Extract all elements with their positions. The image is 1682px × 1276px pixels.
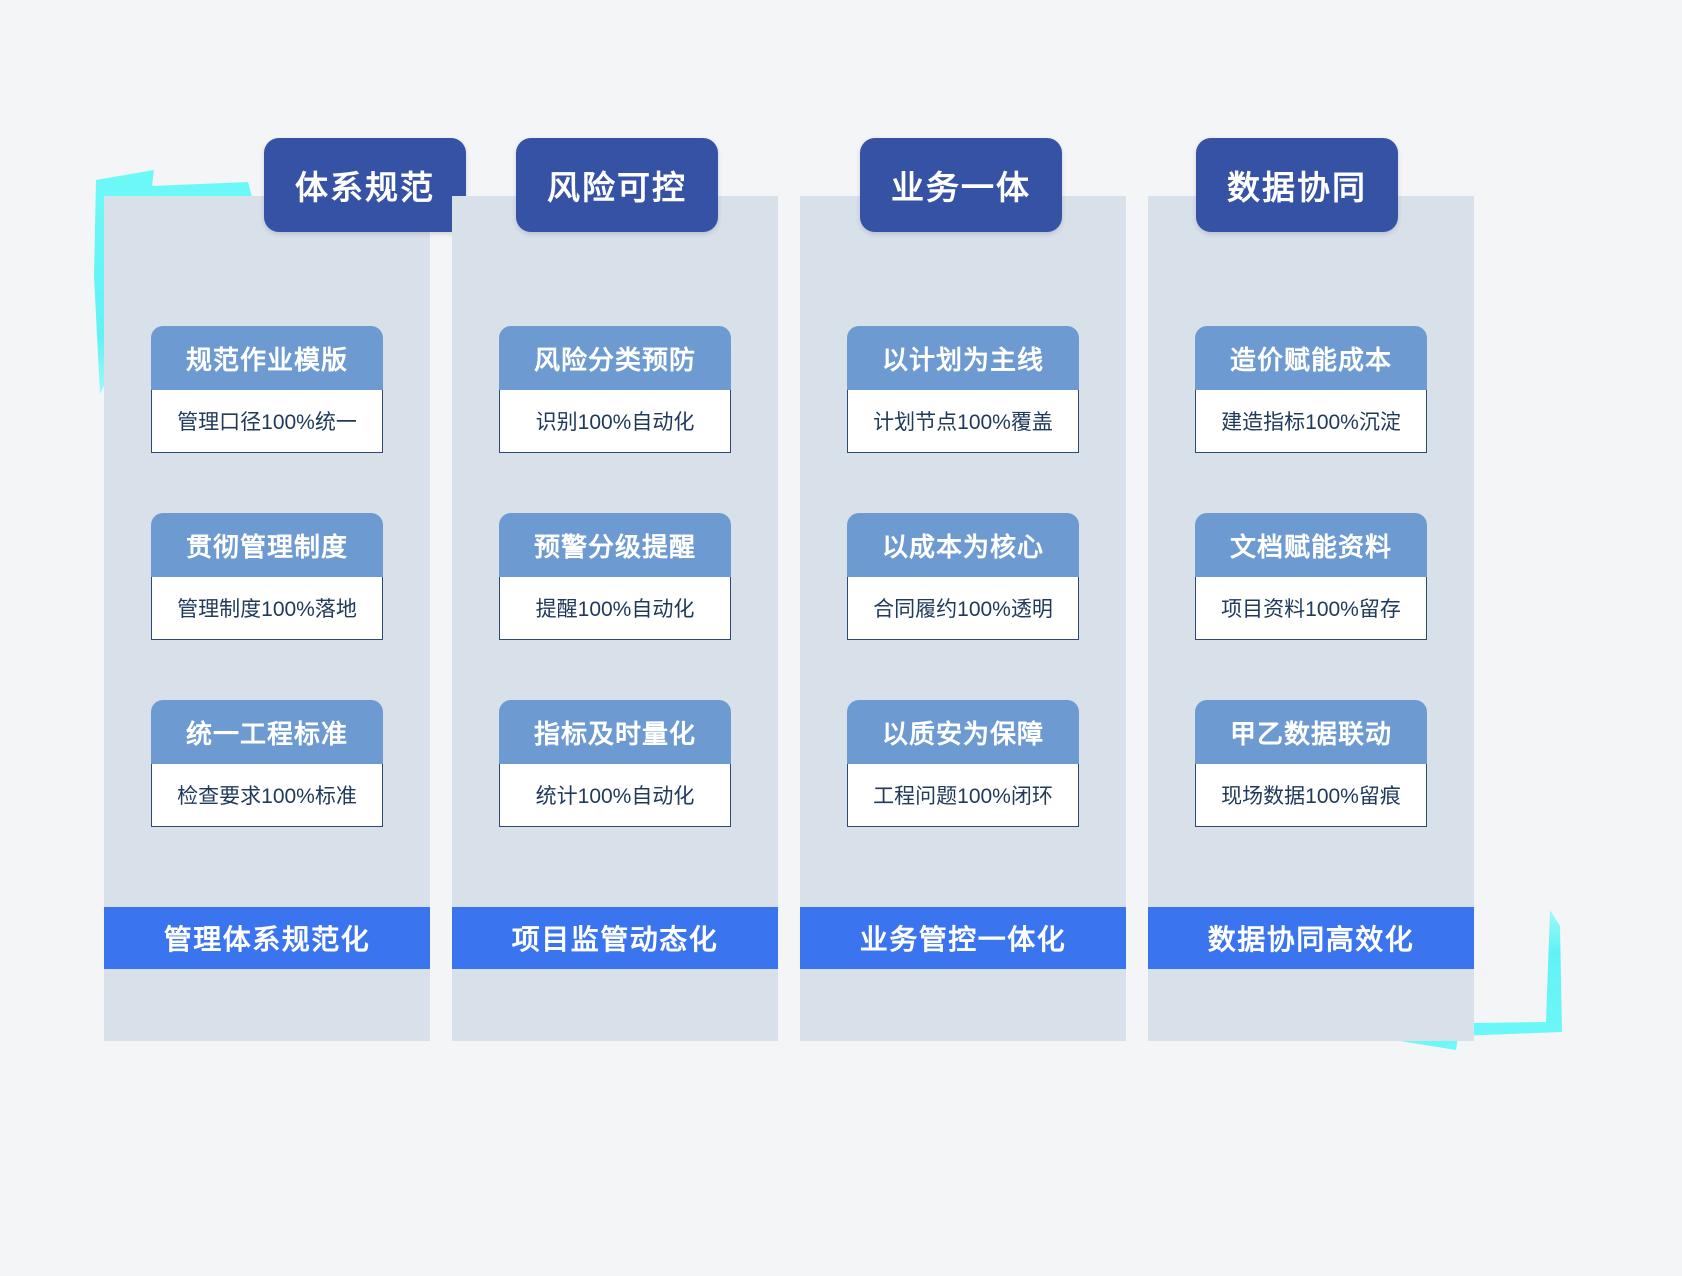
card-detail: 管理制度100%落地 (151, 577, 383, 640)
column-1: 体系规范 规范作业模版 管理口径100%统一 贯彻管理制度 管理制度100%落地… (104, 138, 466, 1041)
card[interactable]: 统一工程标准 检查要求100%标准 (151, 700, 383, 827)
card[interactable]: 文档赋能资料 项目资料100%留存 (1195, 513, 1427, 640)
card[interactable]: 甲乙数据联动 现场数据100%留痕 (1195, 700, 1427, 827)
column-3-cards: 以计划为主线 计划节点100%覆盖 以成本为核心 合同履约100%透明 以质安为… (800, 196, 1126, 907)
card-detail: 合同履约100%透明 (847, 577, 1079, 640)
column-4: 数据协同 造价赋能成本 建造指标100%沉淀 文档赋能资料 项目资料100%留存… (1148, 138, 1474, 1041)
column-2: 风险可控 风险分类预防 识别100%自动化 预警分级提醒 提醒100%自动化 指… (452, 138, 778, 1041)
column-1-footer[interactable]: 管理体系规范化 (104, 907, 430, 969)
column-2-pill[interactable]: 风险可控 (516, 138, 718, 232)
card[interactable]: 以成本为核心 合同履约100%透明 (847, 513, 1079, 640)
card-title: 以成本为核心 (847, 513, 1079, 577)
card[interactable]: 预警分级提醒 提醒100%自动化 (499, 513, 731, 640)
card-detail: 项目资料100%留存 (1195, 577, 1427, 640)
column-4-cards: 造价赋能成本 建造指标100%沉淀 文档赋能资料 项目资料100%留存 甲乙数据… (1148, 196, 1474, 907)
card-detail: 工程问题100%闭环 (847, 764, 1079, 827)
column-1-cards: 规范作业模版 管理口径100%统一 贯彻管理制度 管理制度100%落地 统一工程… (104, 196, 430, 907)
card-title: 预警分级提醒 (499, 513, 731, 577)
column-1-pill[interactable]: 体系规范 (264, 138, 466, 232)
column-4-pill[interactable]: 数据协同 (1196, 138, 1398, 232)
card[interactable]: 以质安为保障 工程问题100%闭环 (847, 700, 1079, 827)
card-title: 文档赋能资料 (1195, 513, 1427, 577)
card-detail: 提醒100%自动化 (499, 577, 731, 640)
card-title: 以质安为保障 (847, 700, 1079, 764)
card-detail: 现场数据100%留痕 (1195, 764, 1427, 827)
card-title: 指标及时量化 (499, 700, 731, 764)
card-title: 甲乙数据联动 (1195, 700, 1427, 764)
column-2-footer[interactable]: 项目监管动态化 (452, 907, 778, 969)
card-title: 以计划为主线 (847, 326, 1079, 390)
card-title: 风险分类预防 (499, 326, 731, 390)
card-detail: 管理口径100%统一 (151, 390, 383, 453)
card[interactable]: 指标及时量化 统计100%自动化 (499, 700, 731, 827)
card-title: 造价赋能成本 (1195, 326, 1427, 390)
column-2-cards: 风险分类预防 识别100%自动化 预警分级提醒 提醒100%自动化 指标及时量化… (452, 196, 778, 907)
card[interactable]: 以计划为主线 计划节点100%覆盖 (847, 326, 1079, 453)
card-title: 统一工程标准 (151, 700, 383, 764)
card-title: 规范作业模版 (151, 326, 383, 390)
column-4-footer[interactable]: 数据协同高效化 (1148, 907, 1474, 969)
card-detail: 统计100%自动化 (499, 764, 731, 827)
card[interactable]: 风险分类预防 识别100%自动化 (499, 326, 731, 453)
card[interactable]: 规范作业模版 管理口径100%统一 (151, 326, 383, 453)
card-detail: 识别100%自动化 (499, 390, 731, 453)
column-group: 体系规范 规范作业模版 管理口径100%统一 贯彻管理制度 管理制度100%落地… (104, 138, 1474, 1041)
card[interactable]: 贯彻管理制度 管理制度100%落地 (151, 513, 383, 640)
card-detail: 检查要求100%标准 (151, 764, 383, 827)
column-3-footer[interactable]: 业务管控一体化 (800, 907, 1126, 969)
card-detail: 计划节点100%覆盖 (847, 390, 1079, 453)
column-3: 业务一体 以计划为主线 计划节点100%覆盖 以成本为核心 合同履约100%透明… (800, 138, 1126, 1041)
card[interactable]: 造价赋能成本 建造指标100%沉淀 (1195, 326, 1427, 453)
card-title: 贯彻管理制度 (151, 513, 383, 577)
card-detail: 建造指标100%沉淀 (1195, 390, 1427, 453)
column-3-pill[interactable]: 业务一体 (860, 138, 1062, 232)
